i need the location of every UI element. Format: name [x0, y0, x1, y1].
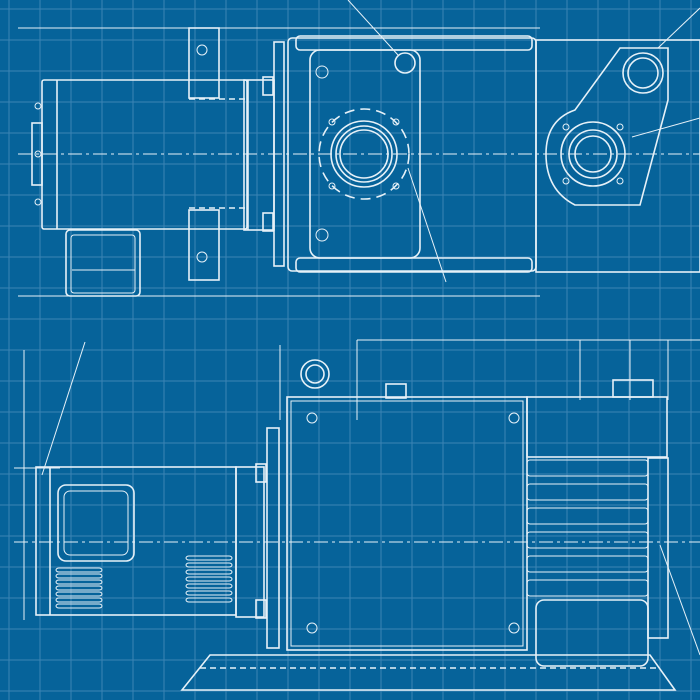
fin — [185, 576, 233, 582]
fin — [526, 531, 649, 549]
foot-bracket — [188, 209, 220, 281]
inlet-port — [318, 108, 410, 200]
lifting-eye — [394, 52, 416, 74]
fin — [55, 597, 103, 603]
top-view — [18, 0, 700, 297]
outlet-flange — [545, 47, 669, 206]
fin — [55, 567, 103, 573]
motor-body-side — [35, 466, 237, 616]
foot-bracket — [188, 27, 220, 99]
lifting-eye — [300, 359, 330, 389]
fin — [526, 483, 649, 501]
fin — [185, 583, 233, 589]
fin — [526, 555, 649, 573]
fin — [55, 579, 103, 585]
pump-housing-side — [286, 396, 528, 651]
fin — [185, 555, 233, 561]
fin — [526, 579, 649, 597]
fin — [526, 507, 649, 525]
side-view — [14, 339, 700, 691]
fin — [185, 562, 233, 568]
fin — [185, 590, 233, 596]
fin — [55, 603, 103, 609]
base-plate — [180, 654, 677, 691]
terminal-box-side — [57, 484, 135, 562]
fin — [55, 573, 103, 579]
terminal-box-top — [65, 229, 141, 297]
fin — [185, 569, 233, 575]
fin — [55, 585, 103, 591]
cooling-fins — [55, 555, 233, 609]
fin — [55, 591, 103, 597]
fin — [185, 597, 233, 603]
